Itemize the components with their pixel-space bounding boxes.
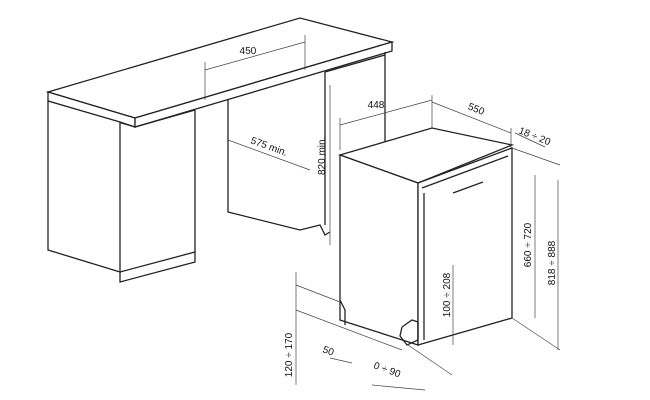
door-handle-icon — [452, 181, 484, 194]
label-plinth-height: 120 ÷ 170 — [284, 332, 295, 377]
label-door-height: 660 ÷ 720 — [523, 222, 534, 267]
label-door-thickness: 18 ÷ 20 — [517, 126, 552, 149]
dishwasher — [337, 127, 515, 346]
label-plinth-offset: 0 ÷ 90 — [372, 360, 402, 380]
label-cabinet-depth: 575 min. — [249, 135, 289, 158]
label-cabinet-height: 820 min. — [317, 137, 328, 175]
label-appliance-depth: 550 — [466, 101, 486, 118]
label-appliance-width: 448 — [368, 100, 385, 111]
label-plinth-adjust: 100 ÷ 208 — [442, 272, 453, 317]
label-plinth-depth: 50 — [321, 344, 336, 358]
kitchen-cabinet — [45, 17, 395, 283]
dimension-lines — [204, 35, 561, 391]
label-counter-width: 450 — [240, 46, 257, 57]
label-total-height: 818 ÷ 888 — [547, 240, 558, 285]
